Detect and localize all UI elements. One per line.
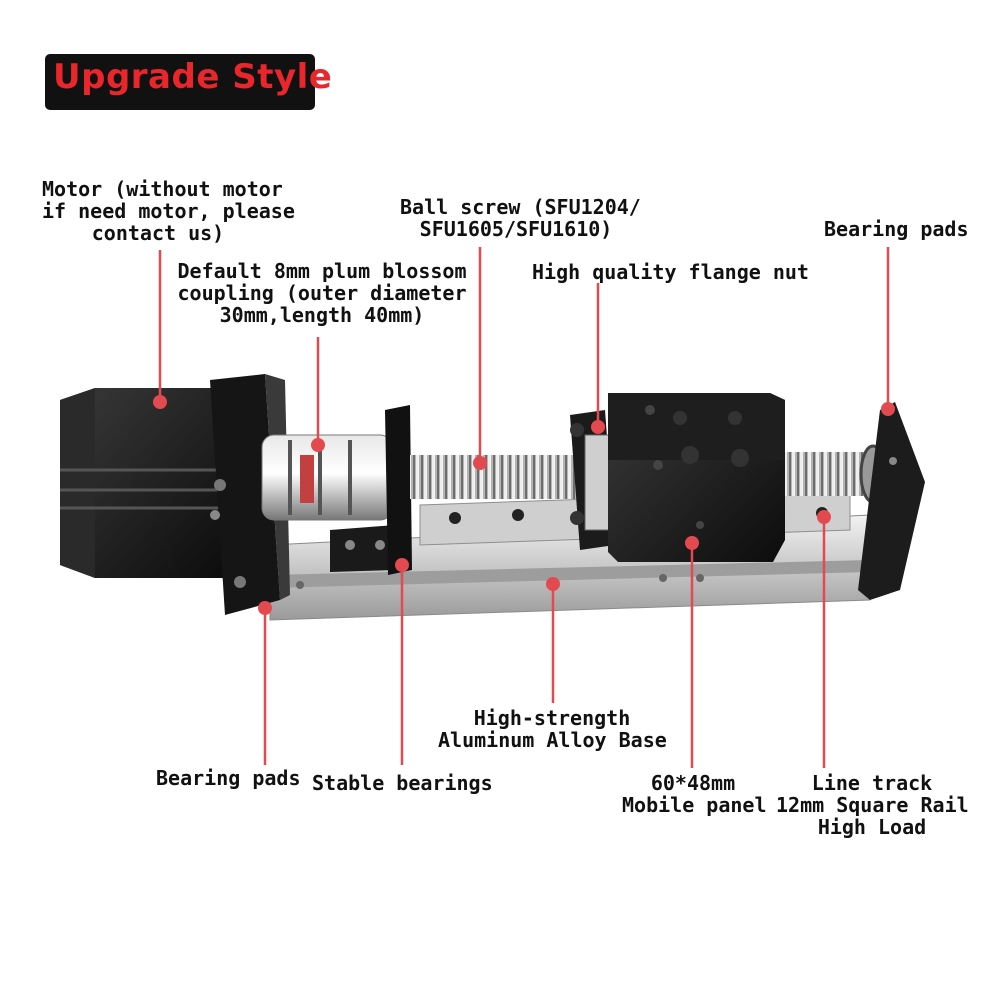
coupling	[261, 434, 393, 521]
label-line: Bearing pads	[156, 766, 301, 790]
label-line: Motor (without motor	[42, 177, 283, 201]
label-bearing-pads-right: Bearing pads	[824, 217, 969, 241]
label-line: Line track	[811, 771, 933, 795]
label-line: Aluminum Alloy Base	[438, 728, 667, 752]
stepper-motor	[60, 388, 230, 578]
label-line: Bearing pads	[824, 217, 969, 241]
label-line: 12mm Square Rail	[776, 793, 969, 817]
label-line: Ball screw (SFU1204/	[400, 195, 641, 219]
label-line: 60*48mm	[650, 771, 736, 795]
mobile-panel	[608, 393, 785, 562]
callout-markers	[153, 395, 895, 615]
label-line: Default 8mm plum blossom	[177, 259, 467, 283]
label-line: Stable bearings	[312, 771, 493, 795]
label-line-track: Line track 12mm Square Rail High Load	[776, 771, 969, 839]
label-line: contact us)	[91, 221, 225, 245]
label-stable-bearings: Stable bearings	[312, 771, 493, 795]
label-line: High quality flange nut	[532, 260, 809, 284]
ball-screw	[410, 444, 887, 504]
badge-text: Upgrade Style	[53, 57, 333, 97]
label-line: Mobile panel	[622, 793, 767, 817]
right-end-plate	[858, 402, 925, 600]
label-mobile-panel: 60*48mm Mobile panel	[622, 771, 767, 817]
leader-lines	[158, 247, 890, 768]
label-line: if need motor, please	[42, 199, 295, 223]
label-line: coupling (outer diameter	[177, 281, 467, 305]
label-line: SFU1605/SFU1610)	[419, 217, 613, 241]
upgrade-style-badge: Upgrade Style	[45, 54, 332, 110]
label-ball-screw: Ball screw (SFU1204/ SFU1605/SFU1610)	[400, 195, 641, 241]
label-flange-nut: High quality flange nut	[532, 260, 809, 284]
label-line: High-strength	[473, 706, 631, 730]
label-base: High-strength Aluminum Alloy Base	[438, 706, 667, 752]
label-motor: Motor (without motor if need motor, plea…	[42, 177, 295, 245]
label-line: 30mm,length 40mm)	[219, 303, 425, 327]
label-bearing-pads-left: Bearing pads	[156, 766, 301, 790]
stable-bearing-block	[330, 405, 412, 575]
label-line: High Load	[817, 815, 927, 839]
label-coupling: Default 8mm plum blossom coupling (outer…	[176, 260, 468, 326]
